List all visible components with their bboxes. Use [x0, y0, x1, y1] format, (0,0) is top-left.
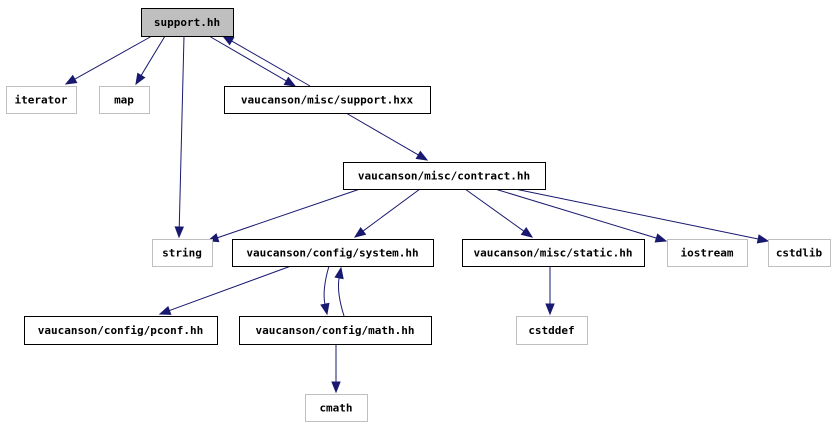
edge-static_hh-to-cstddef: [545, 266, 555, 316]
edges-layer: [64, 35, 770, 394]
node-static-hh[interactable]: vaucanson/misc/static.hh: [462, 239, 645, 267]
edge-math_hh-to-system_hh: [334, 266, 345, 317]
node-box: [343, 162, 546, 190]
edge-support_hh-to-map: [135, 35, 166, 86]
edge-line: [464, 188, 525, 232]
node-cmath[interactable]: cmath: [305, 394, 368, 422]
node-label: vaucanson/config/pconf.hh: [38, 324, 204, 337]
arrowhead-icon: [158, 305, 172, 315]
arrowhead-icon: [221, 35, 235, 46]
node-pconf-hh[interactable]: vaucanson/config/pconf.hh: [24, 316, 218, 345]
arrowhead-icon: [545, 303, 555, 316]
node-box: [462, 239, 645, 267]
node-box: [152, 239, 213, 267]
node-box: [141, 8, 234, 37]
node-support-hh[interactable]: support.hh: [141, 8, 234, 37]
arrowhead-icon: [174, 226, 184, 239]
node-box: [768, 239, 831, 267]
node-label: cstddef: [528, 324, 574, 337]
node-iterator[interactable]: iterator: [6, 86, 77, 114]
node-box: [239, 316, 432, 345]
node-box: [667, 239, 748, 267]
node-iostream[interactable]: iostream: [667, 239, 748, 267]
edge-support_hh-to-string: [174, 35, 185, 239]
edge-line: [178, 35, 185, 228]
node-box: [99, 86, 150, 114]
node-label: vaucanson/config/math.hh: [256, 324, 415, 337]
edge-line: [345, 112, 419, 156]
edge-contract_hh-to-static_hh: [464, 188, 534, 238]
edge-line: [494, 188, 657, 239]
edge-line: [362, 188, 421, 232]
node-support-hxx[interactable]: vaucanson/misc/support.hxx: [224, 86, 431, 114]
node-label: vaucanson/config/system.hh: [246, 247, 418, 260]
node-label: cstdlib: [776, 247, 823, 260]
edge-support_hh-to-support_hxx: [208, 35, 297, 87]
edge-line: [169, 265, 292, 312]
edge-line: [217, 188, 361, 239]
arrowhead-icon: [520, 227, 534, 238]
node-label: vaucanson/misc/support.hxx: [241, 94, 414, 107]
node-contract-hh[interactable]: vaucanson/misc/contract.hh: [343, 162, 546, 190]
arrowhead-icon: [654, 233, 668, 243]
node-string[interactable]: string: [152, 239, 213, 267]
edge-line: [74, 35, 153, 80]
edge-line: [208, 35, 287, 82]
edge-contract_hh-to-cstdlib: [514, 188, 770, 244]
node-label: vaucanson/misc/static.hh: [474, 247, 633, 260]
nodes-layer: support.hh iterator map vaucanson/misc/supp…: [6, 8, 831, 422]
arrowhead-icon: [334, 266, 344, 280]
node-label: string: [162, 247, 202, 260]
edge-math_hh-to-cmath: [331, 344, 341, 394]
arrowhead-icon: [64, 74, 78, 85]
arrowhead-icon: [353, 226, 367, 238]
node-label: support.hh: [154, 16, 220, 29]
edge-support_hxx-to-contract_hh: [345, 112, 429, 161]
node-label: map: [114, 94, 134, 107]
node-label: vaucanson/misc/contract.hh: [358, 170, 530, 183]
edge-line: [231, 40, 311, 87]
node-box: [6, 86, 77, 114]
edge-line: [323, 265, 330, 305]
node-box: [232, 239, 434, 267]
node-map[interactable]: map: [99, 86, 150, 114]
node-label: cmath: [319, 402, 352, 415]
node-label: iostream: [681, 247, 734, 260]
node-system-hh[interactable]: vaucanson/config/system.hh: [232, 239, 434, 267]
node-math-hh[interactable]: vaucanson/config/math.hh: [239, 316, 432, 345]
edge-line: [140, 35, 166, 76]
edge-contract_hh-to-iostream: [494, 188, 668, 243]
arrowhead-icon: [415, 150, 429, 161]
edge-line: [514, 188, 759, 240]
edge-line: [337, 277, 345, 317]
node-box: [224, 86, 431, 114]
arrowhead-icon: [135, 72, 146, 86]
node-box: [305, 394, 368, 422]
edge-contract_hh-to-system_hh: [353, 188, 421, 238]
edge-support_hxx-to-support_hh: [221, 35, 311, 87]
arrowhead-icon: [756, 234, 770, 244]
edge-system_hh-to-pconf_hh: [158, 265, 292, 315]
node-cstdlib[interactable]: cstdlib: [768, 239, 831, 267]
edge-support_hh-to-iterator: [64, 35, 153, 85]
node-cstddef[interactable]: cstddef: [516, 316, 588, 345]
edge-system_hh-to-math_hh: [320, 265, 330, 316]
edge-contract_hh-to-string: [206, 188, 361, 243]
node-box: [516, 316, 588, 345]
arrowhead-icon: [283, 76, 297, 87]
node-box: [24, 316, 218, 345]
node-label: iterator: [15, 94, 68, 107]
arrowhead-icon: [331, 381, 341, 394]
arrowhead-icon: [320, 302, 330, 316]
